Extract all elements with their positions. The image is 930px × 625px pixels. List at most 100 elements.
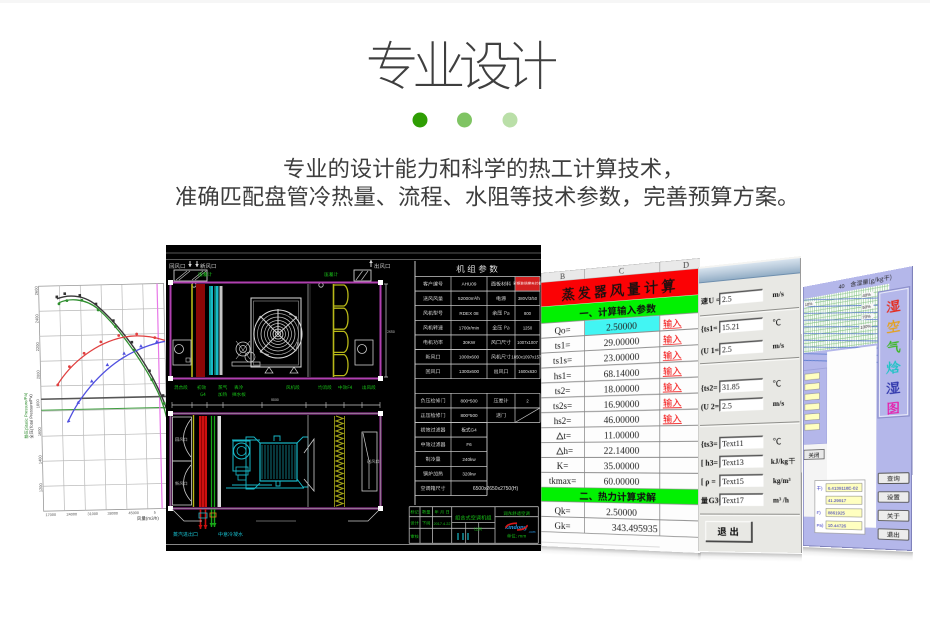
svg-text:(U 2=: (U 2= — [701, 403, 719, 412]
svg-text:ts1s=: ts1s= — [553, 355, 572, 366]
svg-text:320kw: 320kw — [462, 471, 476, 476]
svg-text:1250: 1250 — [523, 325, 533, 330]
svg-text:kg/m³: kg/m³ — [773, 478, 791, 486]
svg-text:B: B — [560, 273, 566, 282]
svg-text:70%: 70% — [862, 314, 871, 321]
svg-text:343.495935: 343.495935 — [612, 522, 658, 534]
svg-text:hs1=: hs1= — [554, 370, 572, 381]
svg-text:10.44726: 10.44726 — [828, 523, 846, 529]
svg-text:{ts2=: {ts2= — [701, 384, 718, 393]
svg-text:2.5: 2.5 — [722, 346, 733, 355]
svg-text:35.00000: 35.00000 — [604, 461, 640, 472]
svg-text:10%: 10% — [805, 301, 813, 307]
svg-text:15.21: 15.21 — [722, 323, 740, 333]
svg-text:17000: 17000 — [45, 513, 56, 517]
svg-text:m/s: m/s — [773, 342, 785, 351]
svg-text:{ts3=: {ts3= — [701, 441, 718, 450]
svg-text:52000m³/h: 52000m³/h — [458, 296, 480, 301]
svg-text:.com: .com — [529, 530, 536, 534]
svg-text:380V/3/50: 380V/3/50 — [518, 296, 538, 301]
svg-text:22.14000: 22.14000 — [604, 445, 640, 456]
svg-text:h=: h= — [563, 446, 573, 457]
svg-text:31000: 31000 — [87, 512, 98, 516]
svg-text:m/s: m/s — [772, 290, 784, 300]
svg-text:xindong: xindong — [504, 524, 528, 531]
svg-text:Pa): Pa) — [817, 523, 824, 528]
svg-text:23.00000: 23.00000 — [604, 352, 640, 365]
svg-text:RDEX 08: RDEX 08 — [459, 311, 479, 316]
svg-text:{ts1=: {ts1= — [701, 325, 718, 335]
svg-text:11.00000: 11.00000 — [604, 430, 639, 441]
svg-text:hs2=: hs2= — [554, 416, 572, 427]
svg-text:6500x2650x2750(H): 6500x2650x2750(H) — [473, 486, 519, 492]
svg-text:1000x600: 1000x600 — [459, 355, 480, 360]
svg-text:1400: 1400 — [37, 454, 42, 464]
svg-text:2: 2 — [526, 398, 529, 403]
svg-text:(U 1=: (U 1= — [701, 347, 719, 356]
svg-text:2400: 2400 — [34, 314, 39, 324]
svg-text:2017.4.22: 2017.4.22 — [434, 522, 451, 526]
svg-text:风量(m3/h): 风量(m3/h) — [137, 515, 160, 523]
svg-text:40: 40 — [839, 282, 846, 290]
svg-text:800*500: 800*500 — [460, 413, 478, 418]
svg-text:Qk=: Qk= — [555, 505, 571, 516]
svg-text:干): 干) — [817, 486, 823, 491]
svg-text:t=: t= — [563, 431, 571, 442]
svg-text:45000: 45000 — [128, 511, 139, 515]
svg-text:50%: 50% — [862, 304, 871, 311]
svg-text:41.29917: 41.29917 — [828, 498, 846, 503]
svg-text:1850x1097x1570: 1850x1097x1570 — [511, 355, 541, 360]
svg-text:8861925: 8861925 — [828, 511, 845, 516]
svg-text:1200: 1200 — [38, 482, 43, 492]
svg-text:46.00000: 46.00000 — [604, 414, 640, 425]
svg-text:m³ /h: m³ /h — [773, 498, 790, 505]
svg-text:Text15: Text15 — [722, 478, 744, 487]
svg-text:ts2=: ts2= — [555, 385, 571, 396]
svg-text:[ h3=: [ h3= — [701, 459, 718, 468]
svg-text:[ ρ =: [ ρ = — [701, 478, 716, 486]
svg-text:m/s: m/s — [773, 399, 785, 408]
svg-text:31.85: 31.85 — [722, 383, 740, 392]
svg-text:2.50000: 2.50000 — [606, 507, 637, 519]
svg-text:6.4139118E-02: 6.4139118E-02 — [828, 486, 858, 491]
svg-text:800*500: 800*500 — [460, 398, 478, 403]
svg-text:2.5: 2.5 — [722, 295, 732, 304]
svg-text:40%: 40% — [862, 292, 871, 299]
svg-text:24000: 24000 — [66, 512, 77, 516]
svg-text:tkmax=: tkmax= — [549, 476, 577, 487]
svg-text:140: 140 — [834, 350, 844, 358]
svg-text:Text17: Text17 — [722, 497, 744, 505]
svg-text:1300x600: 1300x600 — [459, 369, 480, 374]
svg-text:Qo=: Qo= — [555, 325, 571, 337]
svg-text:AHU09: AHU09 — [462, 282, 477, 287]
svg-text:1007x1007: 1007x1007 — [517, 340, 538, 345]
svg-text:kJ/kg: kJ/kg — [771, 459, 788, 467]
svg-text:29.00000: 29.00000 — [604, 336, 640, 349]
svg-text:G3=: G3= — [709, 497, 724, 505]
svg-text:板式G4: 板式G4 — [461, 427, 477, 434]
svg-text:2600: 2600 — [34, 286, 39, 296]
svg-text:K=: K= — [557, 461, 569, 472]
svg-text:1600x630: 1600x630 — [518, 369, 537, 374]
svg-text:18.00000: 18.00000 — [604, 383, 640, 395]
svg-text:100%: 100% — [860, 323, 871, 330]
svg-text:1600: 1600 — [37, 426, 42, 436]
svg-text:Text11: Text11 — [722, 440, 743, 449]
svg-text:U =: U = — [708, 296, 720, 305]
svg-text:F): F) — [817, 511, 821, 516]
svg-text:D: D — [683, 261, 689, 270]
svg-text:静压(Static Pressure/Pa): 静压(Static Pressure/Pa) — [22, 392, 30, 439]
svg-text:全压(Total Pressure/Pa): 全压(Total Pressure/Pa) — [27, 394, 35, 439]
svg-text:68.14000: 68.14000 — [604, 367, 640, 379]
svg-text:Gk=: Gk= — [555, 521, 571, 532]
svg-text:38000: 38000 — [107, 512, 118, 516]
svg-text:ts2s=: ts2s= — [553, 400, 572, 411]
svg-text:30KW: 30KW — [463, 340, 476, 345]
svg-text:1800: 1800 — [35, 399, 40, 409]
svg-text:1700r/min: 1700r/min — [459, 325, 480, 330]
svg-text:2.5: 2.5 — [722, 402, 733, 411]
svg-text:5: 5 — [154, 511, 156, 515]
svg-text:ts1=: ts1= — [555, 340, 571, 351]
svg-text:2200: 2200 — [35, 341, 40, 351]
svg-text:Text13: Text13 — [722, 459, 744, 468]
